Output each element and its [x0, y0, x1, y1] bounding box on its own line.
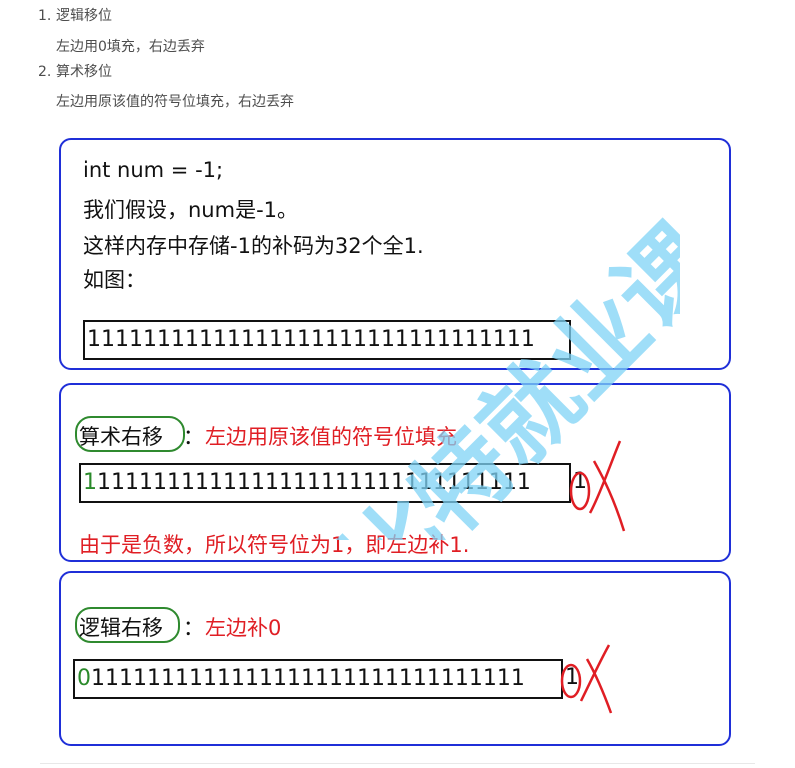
bit-string: 11111111111111111111111111111111 — [83, 320, 571, 360]
fill-bit: 0 — [77, 666, 91, 691]
shift-description: 左边补0 — [205, 616, 282, 640]
shift-label: 逻辑右移 — [79, 616, 163, 640]
list-item-description: 左边用原该值的符号位填充，右边丢弃 — [56, 94, 294, 110]
list-item-number: 2. — [38, 64, 52, 80]
list-item: 1. 逻辑移位 — [0, 6, 300, 26]
discard-mark-icon — [569, 440, 626, 532]
example-panel: int num = -1; 我们假设，num是-1。 这样内存中存储-1的补码为… — [59, 138, 731, 370]
code-line: int num = -1; — [83, 158, 224, 182]
explanation-line: 我们假设，num是-1。 — [83, 198, 299, 222]
discard-mark-icon — [560, 644, 613, 714]
label-colon: ： — [183, 425, 204, 449]
explanation-note: 由于是负数，所以符号位为1，即左边补1. — [79, 533, 470, 557]
list-item-number: 1. — [38, 8, 52, 24]
label-highlight — [75, 416, 185, 452]
label-highlight — [75, 607, 180, 643]
dropped-bit: 1 — [565, 665, 579, 690]
logical-shift-panel: 逻辑右移 ： 左边补0 0111111111111111111111111111… — [59, 571, 731, 746]
arithmetic-shift-panel: 算术右移 ： 左边用原该值的符号位填充 11111111111111111111… — [59, 383, 731, 562]
divider — [40, 763, 755, 764]
explanation-line: 如图： — [83, 268, 146, 292]
list-item-title: 算术移位 — [56, 64, 112, 80]
explanation-line: 这样内存中存储-1的补码为32个全1. — [83, 234, 424, 258]
label-colon: ： — [183, 616, 204, 640]
shift-label: 算术右移 — [79, 425, 163, 449]
list-item-title: 逻辑移位 — [56, 8, 112, 24]
shifted-bits: 1111111111111111111111111111111 — [91, 666, 525, 691]
list-item-description: 左边用0填充，右边丢弃 — [56, 39, 205, 55]
fill-bit: 1 — [83, 470, 97, 495]
bit-string: 11111111111111111111111111111111 — [79, 463, 571, 503]
list-item: 2. 算术移位 — [0, 62, 300, 82]
shift-description: 左边用原该值的符号位填充 — [205, 425, 457, 449]
bit-string: 01111111111111111111111111111111 — [73, 659, 563, 699]
shifted-bits: 1111111111111111111111111111111 — [97, 470, 531, 495]
